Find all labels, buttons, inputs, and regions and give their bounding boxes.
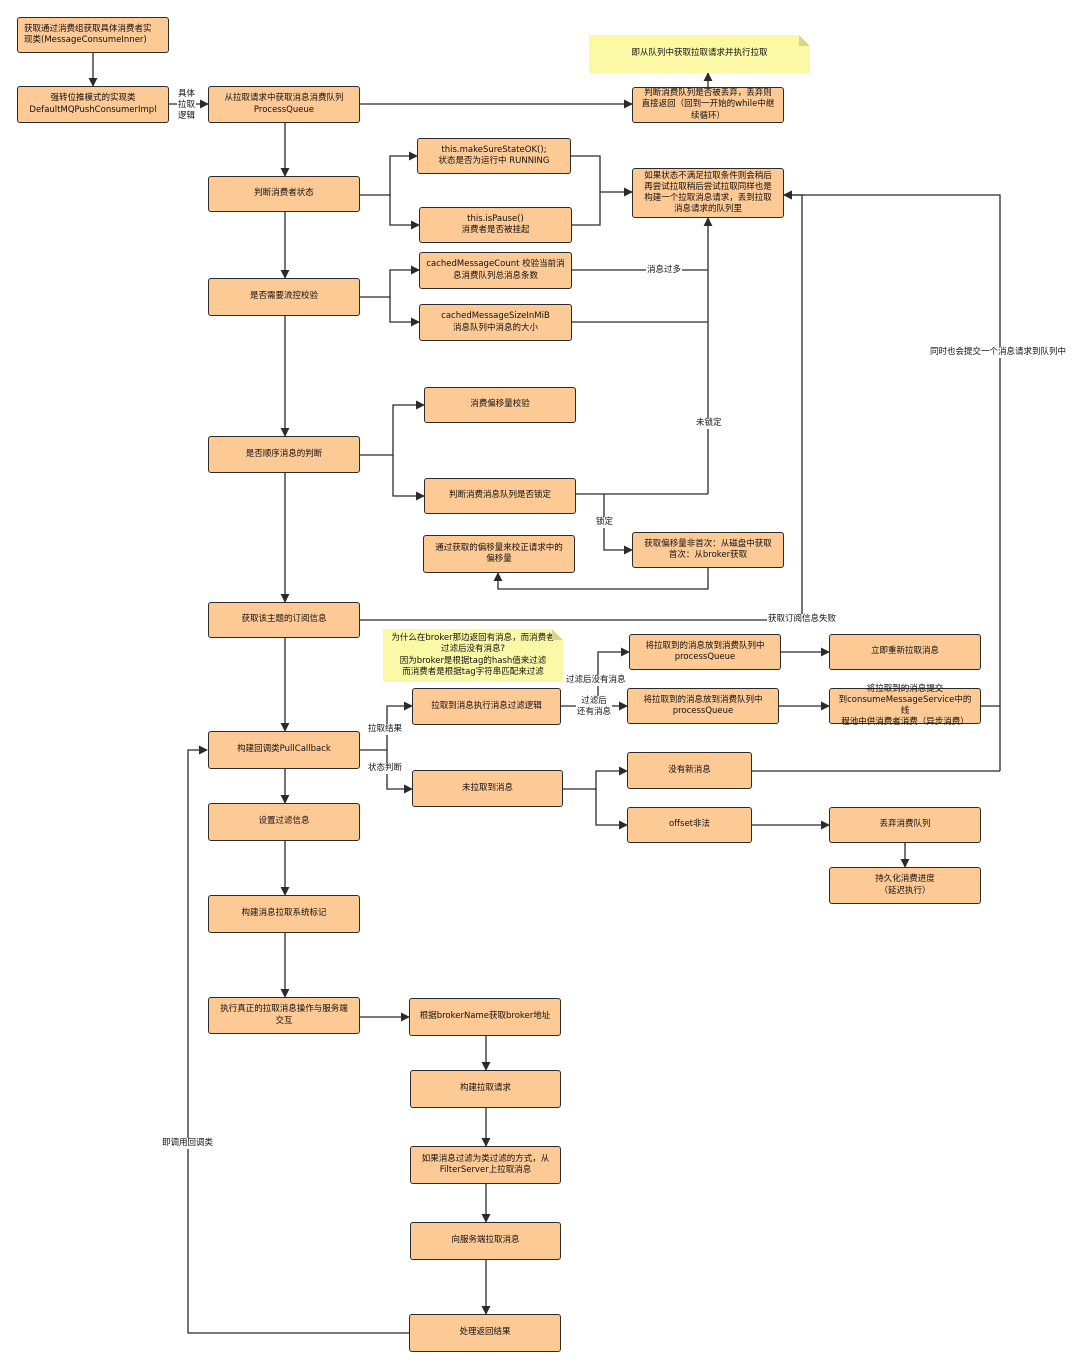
note-get-pull-request-text: 即从队列中获取拉取请求并执行拉取	[631, 48, 768, 59]
edge-n16-n15	[493, 568, 709, 590]
label-specific-pull-logic: 具体 拉取 逻辑	[177, 89, 197, 123]
node-cached-message-count: cachedMessageCount 校验当前消 息消费队列总消息条数	[419, 252, 572, 289]
edge-n20-n18	[597, 647, 630, 706]
node-build-pull-request: 构建拉取请求	[410, 1070, 561, 1108]
node-filter-server-pull: 如果消息过滤为类过滤的方式，从 FilterServer上拉取消息	[410, 1146, 561, 1184]
edge-right-up-n8	[783, 190, 1001, 771]
node-get-process-queue: 从拉取请求中获取消息消费队列 ProcessQueue	[208, 86, 360, 123]
edge-n25-n26	[595, 789, 628, 830]
node-is-pause: this.isPause() 消费者是否被挂起	[419, 207, 572, 243]
edge-n25-n24	[563, 766, 628, 790]
node-process-result: 处理返回结果	[409, 1314, 561, 1352]
edge-n6-n5	[360, 151, 418, 196]
node-message-filter: 拉取到消息执行消息过滤逻辑	[412, 688, 561, 725]
edge-n5-n8	[571, 155, 633, 197]
node-pull-from-server: 向服务端拉取消息	[410, 1222, 561, 1260]
node-drop-queue: 丢弃消费队列	[829, 807, 981, 843]
label-status-check: 状态判断	[367, 763, 404, 775]
node-put-to-process-queue-2: 将拉取到的消息放到消费队列中 processQueue	[627, 688, 779, 724]
label-pull-result: 拉取结果	[367, 724, 404, 736]
label-unlocked: 未锁定	[695, 418, 723, 430]
node-get-broker-address: 根据brokerName获取broker地址	[409, 998, 561, 1036]
node-get-consumer-impl: 获取通过消费组获取具体消费者实 现类(MessageConsumeInner)	[17, 17, 169, 53]
node-make-sure-state-ok: this.makeSureStateOK(); 状态是否为运行中 RUNNING	[417, 138, 571, 174]
node-get-offset: 获取偏移量非首次：从磁盘中获取 首次：从broker获取	[632, 532, 784, 568]
edge-n10-n11	[389, 297, 420, 327]
node-pull-again-now: 立即重新拉取消息	[829, 634, 981, 670]
node-retry-later: 如果状态不满足拉取条件则会稍后 再尝试拉取稍后尝试拉取同样也是 构建一个拉取消息…	[632, 168, 784, 218]
node-offset-illegal: offset非法	[627, 807, 752, 843]
node-build-sys-flag: 构建消息拉取系统标记	[208, 895, 360, 933]
node-check-consumer-state: 判断消费者状态	[208, 176, 360, 212]
note-fold-icon	[552, 629, 563, 640]
edge-n10-n9	[360, 265, 420, 298]
node-ordered-message-check: 是否顺序消息的判断	[208, 436, 360, 473]
node-get-subscription: 获取该主题的订阅信息	[208, 602, 360, 638]
note-filter-explanation: 为什么在broker那边返回有消息，而消费者 过滤后没有消息? 因为broker…	[383, 629, 563, 682]
node-no-new-message: 没有新消息	[627, 752, 752, 789]
edge-n6-n7	[389, 195, 420, 230]
label-invoke-callback: 即调用回调类	[161, 1138, 215, 1150]
edge-n7-n8	[572, 192, 601, 226]
node-flow-control-check: 是否需要流控校验	[208, 278, 360, 316]
node-offset-check: 消费偏移量校验	[424, 387, 576, 423]
node-queue-locked-check: 判断消费消息队列是否锁定	[424, 478, 576, 514]
node-build-pull-callback: 构建回调类PullCallback	[208, 731, 360, 769]
edge-n36-n23	[187, 745, 409, 1334]
node-cast-push-consumer: 强转位推模式的实现类 DefaultMQPushConsumerImpl	[17, 86, 169, 123]
edge-n13-n14	[392, 455, 425, 501]
node-submit-consume-service: 将拉取到的消息提交 到consumeMessageService中的线 程池中供…	[829, 684, 981, 727]
node-no-message-pulled: 未拉取到消息	[412, 770, 563, 807]
node-execute-pull: 执行真正的拉取消息操作与服务端 交互	[208, 997, 360, 1034]
label-too-many-messages: 消息过多	[646, 265, 683, 277]
label-no-message-after-filter: 过滤后没有消息	[565, 675, 627, 687]
node-put-to-process-queue-1: 将拉取到的消息放到消费队列中 processQueue	[629, 634, 781, 670]
label-locked: 锁定	[595, 517, 615, 529]
note-filter-explanation-text: 为什么在broker那边返回有消息，而消费者 过滤后没有消息? 因为broker…	[391, 633, 555, 677]
label-subscription-fail: 获取订阅信息失败	[767, 614, 838, 626]
node-cached-message-size: cachedMessageSizeInMiB 消息队列中消息的大小	[419, 304, 572, 341]
node-persist-progress: 持久化消费进度 （延迟执行）	[829, 867, 981, 904]
node-check-queue-dropped: 判断消费队列是否被丢弃，丢弃则 直接返回（回到一开始的while中继 续循环）	[632, 87, 784, 123]
edge-n14-n16	[603, 494, 633, 555]
label-message-after-filter: 过滤后 还有消息	[576, 696, 613, 719]
note-get-pull-request: 即从队列中获取拉取请求并执行拉取	[589, 35, 810, 73]
note-fold-icon	[799, 35, 810, 46]
node-correct-offset: 通过获取的偏移量来校正请求中的 偏移量	[423, 535, 575, 573]
label-also-submit-request: 同时也会提交一个消息请求到队列中	[929, 347, 1068, 359]
node-set-filter-info: 设置过滤信息	[208, 803, 360, 841]
edge-n13-n12	[360, 400, 425, 456]
